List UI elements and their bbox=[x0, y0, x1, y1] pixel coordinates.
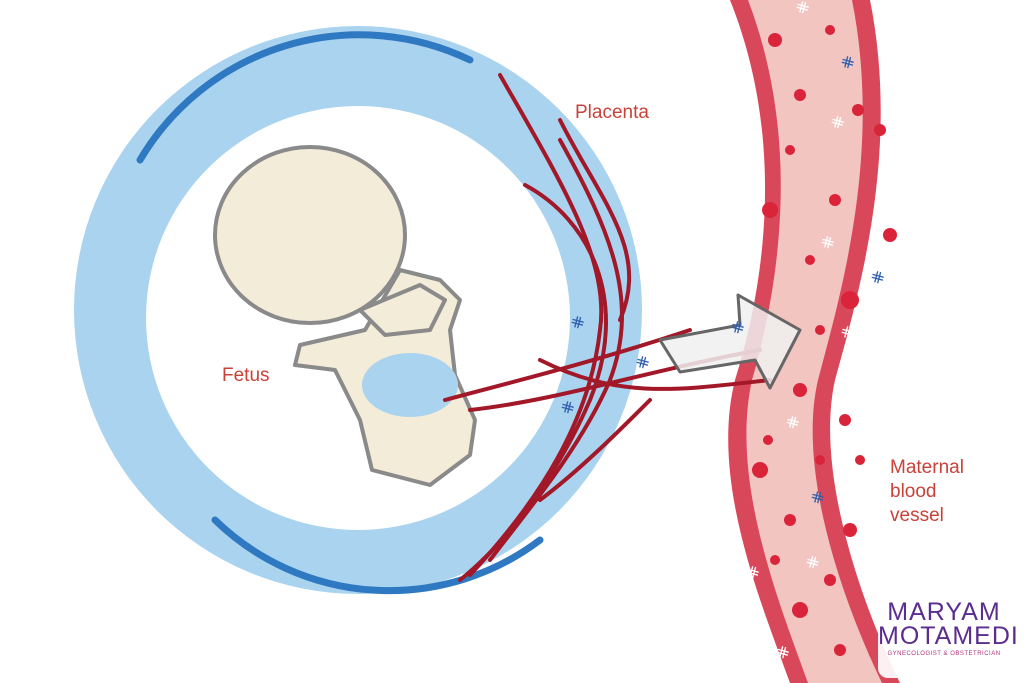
blood-cell bbox=[834, 644, 846, 656]
fetus-label: Fetus bbox=[222, 365, 270, 386]
maternal-label-line: blood bbox=[890, 481, 937, 502]
blood-cell bbox=[883, 228, 897, 242]
blood-cell bbox=[784, 514, 796, 526]
maternal-label-line: Maternal bbox=[890, 457, 964, 478]
blood-cell bbox=[768, 33, 782, 47]
blood-cell bbox=[829, 194, 841, 206]
blood-cell bbox=[815, 455, 825, 465]
blood-cell bbox=[855, 455, 865, 465]
blood-cell bbox=[794, 89, 806, 101]
blood-cell bbox=[841, 291, 859, 309]
placenta-vessels bbox=[443, 73, 772, 582]
fetus bbox=[213, 145, 477, 487]
logo-subtitle: GYNECOLOGIST & OBSTETRICIAN bbox=[887, 651, 1001, 657]
blood-cell bbox=[762, 202, 778, 218]
blood-cell bbox=[874, 124, 886, 136]
blood-cell bbox=[792, 602, 808, 618]
blood-cell bbox=[815, 325, 825, 335]
logo-name-line2: MOTAMEDI bbox=[878, 622, 1019, 650]
blood-cell bbox=[839, 414, 851, 426]
transfer-arrow bbox=[658, 293, 802, 390]
maternal-label-line: vessel bbox=[890, 505, 944, 526]
blood-cell bbox=[752, 462, 768, 478]
blood-cell bbox=[852, 104, 864, 116]
blood-cell bbox=[785, 145, 795, 155]
logo: MARYAM MOTAMEDI GYNECOLOGIST & OBSTETRIC… bbox=[878, 578, 1019, 678]
logo-name-line1: MARYAM bbox=[887, 598, 1001, 626]
blood-cell bbox=[825, 25, 835, 35]
blood-cell bbox=[805, 255, 815, 265]
dna-icon: ⨳ bbox=[866, 262, 889, 289]
blood-cell bbox=[793, 383, 807, 397]
blood-cell bbox=[843, 523, 857, 537]
maternal-vessel-label: Maternal blood vessel bbox=[890, 456, 964, 528]
blood-cell bbox=[824, 574, 836, 586]
maternal-blood-vessel bbox=[728, 0, 900, 683]
placenta-label: Placenta bbox=[575, 102, 649, 123]
blood-cell bbox=[770, 555, 780, 565]
blood-cell bbox=[763, 435, 773, 445]
